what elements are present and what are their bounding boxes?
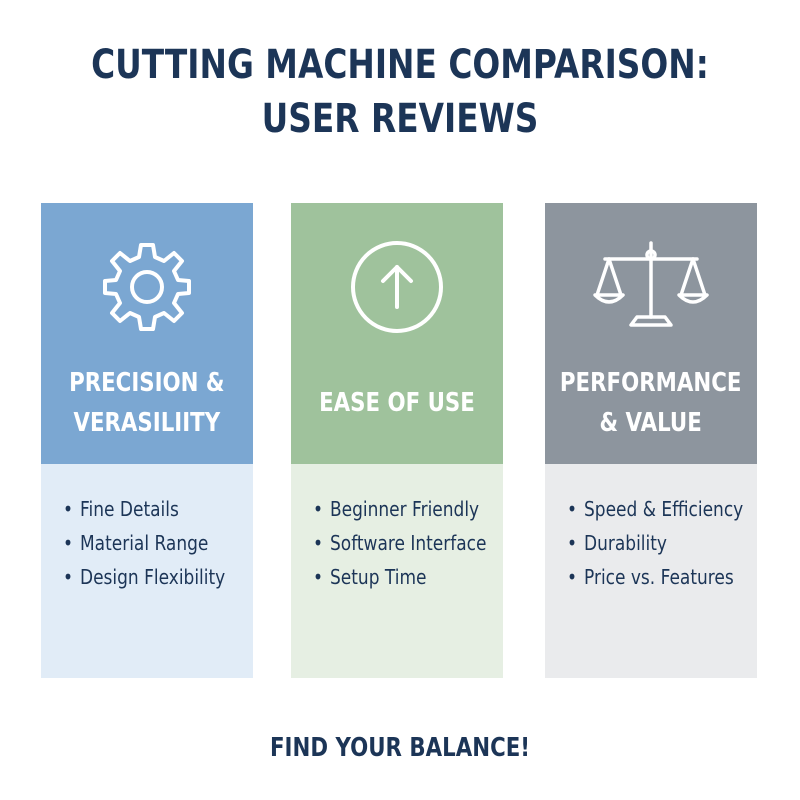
column-title: EASE OF USE xyxy=(291,363,503,443)
list-item: Software Interface xyxy=(313,526,486,560)
column-body: Speed & Efficiency Durability Price vs. … xyxy=(545,464,757,678)
gear-icon xyxy=(97,237,197,337)
column-title: PERFORMANCE & VALUE xyxy=(545,363,757,443)
page-title-line-1: CUTTING MACHINE COMPARISON: xyxy=(91,42,709,88)
column-body: Beginner Friendly Software Interface Set… xyxy=(291,464,503,678)
column-title-text: PRECISION & VERASILIITY xyxy=(69,368,225,438)
list-item: Fine Details xyxy=(63,492,233,526)
column-title-text: EASE OF USE xyxy=(319,388,475,418)
balance-scale-icon xyxy=(593,237,709,337)
bullet-list: Speed & Efficiency Durability Price vs. … xyxy=(567,492,767,594)
column-header: EASE OF USE xyxy=(291,203,503,464)
column-performance-value: PERFORMANCE & VALUE Speed & Efficiency D… xyxy=(545,203,757,678)
list-item: Durability xyxy=(567,526,737,560)
page-title-line-2: USER REVIEWS xyxy=(261,96,539,142)
page-title: CUTTING MACHINE COMPARISON: USER REVIEWS xyxy=(72,38,728,146)
list-item: Setup Time xyxy=(313,560,483,594)
column-title-text: PERFORMANCE & VALUE xyxy=(560,368,742,438)
list-item: Material Range xyxy=(63,526,233,560)
column-ease-of-use: EASE OF USE Beginner Friendly Software I… xyxy=(291,203,503,678)
list-item: Beginner Friendly xyxy=(313,492,483,526)
column-title: PRECISION & VERASILIITY xyxy=(41,363,253,443)
bullet-list: Fine Details Material Range Design Flexi… xyxy=(63,492,263,594)
column-header: PERFORMANCE & VALUE xyxy=(545,203,757,464)
list-item: Speed & Efficiency xyxy=(567,492,743,526)
footer-tagline: FIND YOUR BALANCE! xyxy=(269,733,531,763)
column-header: PRECISION & VERASILIITY xyxy=(41,203,253,464)
column-body: Fine Details Material Range Design Flexi… xyxy=(41,464,253,678)
list-item: Design Flexibility xyxy=(63,560,233,594)
list-item: Price vs. Features xyxy=(567,560,737,594)
bullet-list: Beginner Friendly Software Interface Set… xyxy=(313,492,513,594)
arrow-up-circle-icon xyxy=(347,237,447,337)
column-precision: PRECISION & VERASILIITY Fine Details Mat… xyxy=(41,203,253,678)
